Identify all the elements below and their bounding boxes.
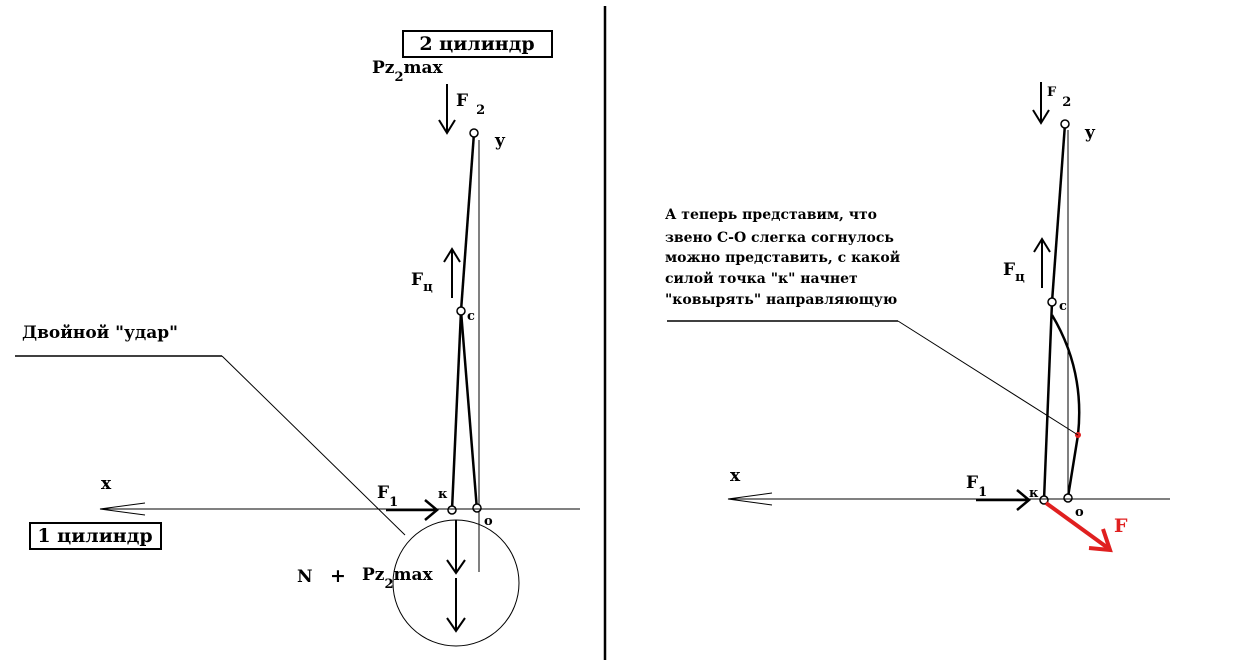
note-line-1: А теперь представим, что <box>665 207 877 223</box>
force-fc-label: Fц <box>411 270 433 295</box>
cylinder-1-label: 1 цилиндр <box>37 525 152 547</box>
point-c-label: c <box>467 309 475 324</box>
force-f1-arrowhead <box>424 499 439 521</box>
joint-c <box>456 306 466 316</box>
note-line-4: силой точка "к" начнет <box>665 270 858 287</box>
x-axis-arrowhead-left <box>99 502 146 516</box>
pz2max-bottom-label: Pz2max <box>362 565 433 592</box>
note-leader <box>897 320 1079 436</box>
point-o-label-right: o <box>1075 505 1084 520</box>
cylinder-1-box <box>29 522 162 550</box>
x-axis-arrowhead-right <box>727 492 773 506</box>
rod-c-to-o <box>459 310 479 511</box>
pz2max-top-label: Pz2max <box>372 58 443 85</box>
force-fc-arrowhead-right <box>1033 237 1051 253</box>
joint-top-right <box>1060 119 1070 129</box>
down-arrow-2-head <box>446 617 466 633</box>
right-panel: F2 y Fц c А теперь представим, что звено… <box>665 82 1170 553</box>
y-axis-label-right: y <box>1084 123 1096 143</box>
point-k-label: к <box>438 487 448 502</box>
force-f-red-arrow <box>1044 501 1110 550</box>
down-arrow-1-head <box>446 559 466 575</box>
force-f2-label-right: F2 <box>1047 85 1071 110</box>
force-f-red-label: F <box>1114 515 1128 537</box>
joint-c-right <box>1047 297 1057 307</box>
cylinder-2-label: 2 цилиндр <box>419 33 534 55</box>
normal-force-label: N <box>297 567 313 587</box>
force-f2-arrowhead <box>438 119 456 135</box>
point-c-label-right: c <box>1059 299 1067 314</box>
force-f1-label-right: F1 <box>966 473 987 500</box>
x-axis-label-right: x <box>730 466 741 486</box>
note-line-3: можно представить, с какой <box>665 249 900 266</box>
joint-k <box>447 505 457 515</box>
joint-o <box>472 503 482 513</box>
force-f1-label: F1 <box>377 483 398 510</box>
force-f1-arrowhead-right <box>1016 489 1031 511</box>
cylinder-2-box <box>402 30 553 58</box>
joint-top <box>469 128 479 138</box>
note-line-2: звено С-О слегка согнулось <box>665 230 894 246</box>
rod-top-to-c-right <box>1050 123 1067 303</box>
rod-c-to-k <box>450 310 463 511</box>
double-hit-leader <box>221 355 406 536</box>
rod-top-to-c <box>459 132 476 312</box>
note-line-5: "ковырять" направляющую <box>665 292 897 308</box>
joint-k-right <box>1039 495 1049 505</box>
point-k-label-right: к <box>1029 486 1039 501</box>
plus-sign: + <box>330 565 346 587</box>
joint-o-right <box>1063 493 1073 503</box>
bent-link-c-o <box>1050 314 1081 498</box>
force-fc-label-right: Fц <box>1003 260 1025 285</box>
force-f2-arrowhead-right <box>1032 109 1050 125</box>
force-f-red-arrowhead <box>1088 528 1113 553</box>
double-hit-label: Двойной "удар" <box>22 323 178 343</box>
x-axis-label-left: x <box>101 474 112 494</box>
point-o-label: o <box>484 514 493 529</box>
y-axis-label-left: y <box>494 131 506 151</box>
rod-c-to-k-right <box>1042 301 1054 501</box>
force-fc-arrowhead <box>443 247 461 263</box>
